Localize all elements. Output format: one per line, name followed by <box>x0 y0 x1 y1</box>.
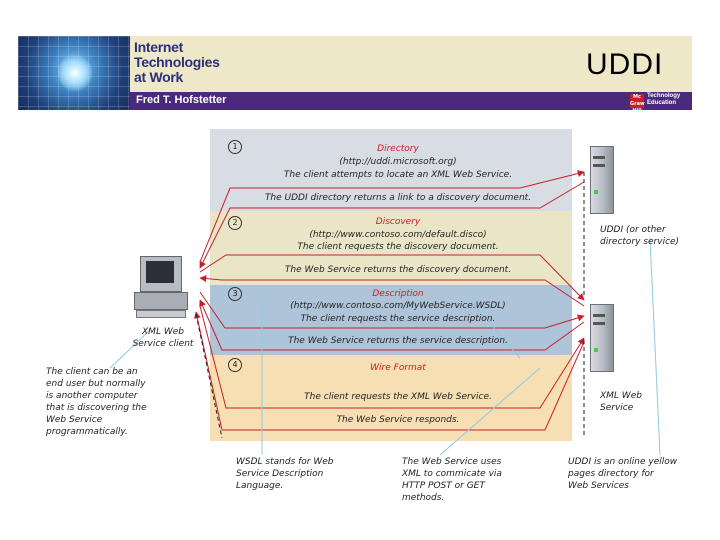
step-band-discovery <box>210 211 572 285</box>
step2-url: (http://www.contoso.com/default.disco) <box>309 230 487 240</box>
step1-request: The client attempts to locate an XML Web… <box>283 170 513 180</box>
step-band-wire-format <box>210 355 572 441</box>
step-number-4: 4 <box>228 358 242 372</box>
arrow-step4-request <box>199 305 585 409</box>
step3-response: The Web Service returns the service desc… <box>288 336 508 346</box>
step3-heading: Description <box>372 289 424 299</box>
client-computer-icon <box>134 250 194 320</box>
step-number-2: 2 <box>228 216 242 230</box>
arrow-step1-request <box>199 170 585 263</box>
step1-heading: Directory <box>377 144 419 154</box>
slide-title: UDDI <box>586 48 664 81</box>
power-light <box>594 190 598 194</box>
drive-slot <box>593 156 605 159</box>
callout-xml <box>439 367 541 456</box>
cover-art-image <box>18 36 130 110</box>
arrow-step1-response <box>199 181 585 269</box>
arrow-step3-request <box>199 291 585 329</box>
drive-slot <box>593 314 605 317</box>
computer-base <box>134 292 188 310</box>
arrow-step3-response <box>199 299 585 351</box>
author-name: Fred T. Hofstetter <box>136 94 227 106</box>
arrow-step4-response <box>193 311 585 431</box>
step1-response: The UDDI directory returns a link to a d… <box>264 193 532 203</box>
step4-request: The client requests the XML Web Service. <box>304 392 492 402</box>
screen <box>146 261 174 283</box>
step4-response: The Web Service responds. <box>336 415 460 425</box>
arrow-step2-request <box>199 254 585 301</box>
keyboard-icon <box>136 310 186 318</box>
monitor-icon <box>140 256 182 292</box>
step-number-3: 3 <box>228 287 242 301</box>
client-dashed-link <box>195 313 223 439</box>
step2-response: The Web Service returns the discovery do… <box>284 265 512 275</box>
web-service-server-icon <box>584 304 614 374</box>
book-title: Internet Technologies at Work <box>134 39 220 85</box>
web-service-label: XML Web Service <box>600 391 642 413</box>
drive-slot <box>593 164 605 167</box>
step2-heading: Discovery <box>375 217 421 227</box>
step4-heading: Wire Format <box>370 363 426 373</box>
uddi-server-label: UDDI (or other directory service) <box>600 225 680 247</box>
step-band-description <box>210 285 572 355</box>
step3-request: The client requests the service descript… <box>300 314 496 324</box>
note-wsdl: WSDL stands for Web Service Description … <box>236 457 334 491</box>
uddi-server-icon <box>584 146 614 216</box>
header-banner: Internet Technologies at Work Fred T. Ho… <box>18 36 692 114</box>
arrow-step2-response <box>199 275 585 307</box>
power-light <box>594 348 598 352</box>
callout-uddi <box>649 237 661 456</box>
note-uddi: UDDI is an online yellow pages directory… <box>568 457 678 491</box>
author-bar: Fred T. Hofstetter <box>130 92 692 110</box>
step-band-directory <box>210 129 572 211</box>
callout-client <box>109 329 151 369</box>
drive-slot <box>593 322 605 325</box>
callout-description <box>469 299 521 359</box>
note-xml: The Web Service uses XML to commicate vi… <box>402 457 502 503</box>
step-number-1: 1 <box>228 140 242 154</box>
step2-request: The client requests the discovery docume… <box>297 242 499 252</box>
glowing-hand-icon <box>58 54 92 92</box>
client-label: XML Web Service client <box>132 327 194 349</box>
publisher-name: Technology Education <box>647 93 681 106</box>
note-client: The client can be an end user but normal… <box>46 367 147 437</box>
step1-url: (http://uddi.microsoft.org) <box>339 157 457 167</box>
publisher-logo: Mc Graw Hill <box>630 94 645 114</box>
step3-url: (http://www.contoso.com/MyWebService.WSD… <box>290 301 506 311</box>
